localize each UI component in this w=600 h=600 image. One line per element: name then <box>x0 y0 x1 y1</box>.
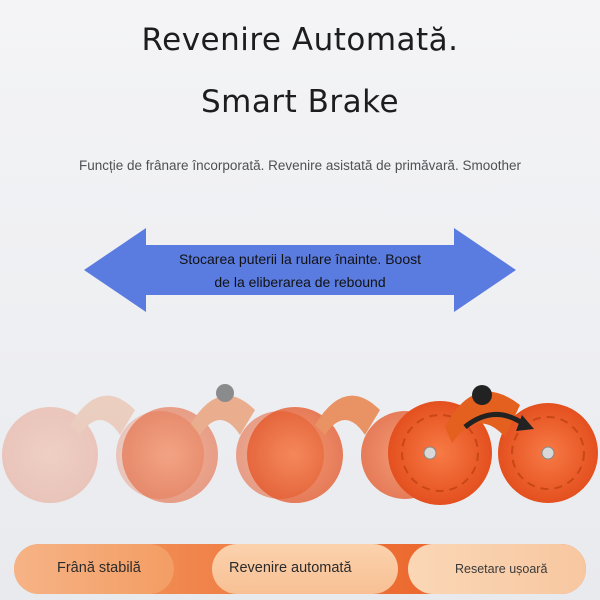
arrow-text-line1: Stocarea puterii la rulare înainte. Boos… <box>178 251 422 267</box>
feature-pill-auto-return <box>212 544 398 594</box>
page-title-line2: Smart Brake <box>200 84 400 120</box>
arrow-text-line2: de la eliberarea de rebound <box>214 274 386 290</box>
page-subtitle: Funcție de frânare încorporată. Revenire… <box>79 158 521 173</box>
feature-label-easy-reset: Resetare ușoară <box>455 562 548 576</box>
feature-label-stable-brake: Frână stabilă <box>57 560 141 576</box>
page-title-line1: Revenire Automată. <box>141 22 459 58</box>
feature-pill-stable-brake <box>14 544 174 594</box>
double-arrow-icon <box>84 228 516 312</box>
arrow-text: Stocarea puterii la rulare înainte. Boos… <box>148 248 452 294</box>
roller-main <box>388 385 598 505</box>
feature-label-auto-return: Revenire automată <box>229 560 352 576</box>
double-arrow-banner: Stocarea puterii la rulare înainte. Boos… <box>84 228 516 312</box>
feature-pill-easy-reset <box>408 544 586 594</box>
ab-roller-product-illustration <box>2 384 598 505</box>
